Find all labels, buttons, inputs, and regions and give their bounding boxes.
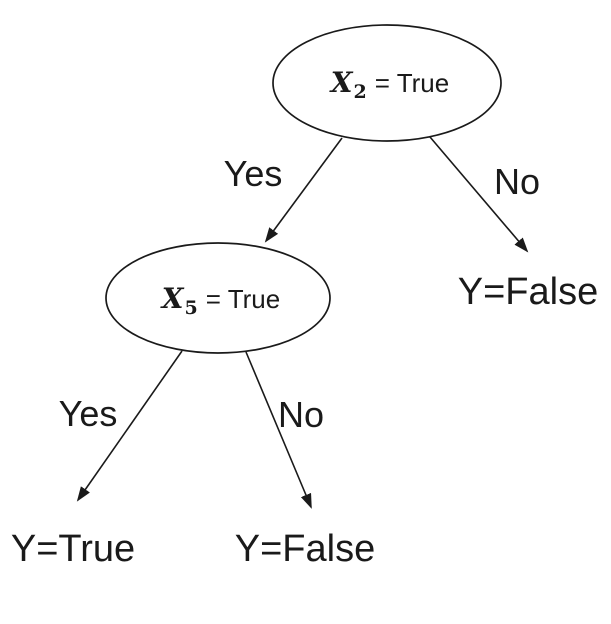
- leaf-label-y-false-right: Y=False: [458, 271, 598, 313]
- edge-child-yes-arrow: [76, 350, 183, 502]
- edge-root-yes-arrow: [264, 137, 343, 243]
- edge-root-no-arrow: [429, 136, 529, 253]
- root-subscript: 2: [354, 81, 367, 103]
- child-condition: = True: [206, 284, 280, 314]
- edge-label-child-yes: Yes: [59, 393, 118, 434]
- root-node-ellipse: [272, 24, 502, 142]
- root-node-label: X2 = True: [329, 66, 449, 103]
- edge-child-no-arrow: [245, 351, 312, 509]
- child-node-label: X5 = True: [160, 282, 280, 319]
- child-variable: X: [160, 282, 185, 315]
- edge-label-root-yes: Yes: [224, 153, 283, 194]
- leaf-label-y-true: Y=True: [11, 528, 135, 570]
- edge-label-root-no: No: [494, 161, 540, 202]
- child-node-ellipse: [105, 242, 331, 354]
- leaf-label-y-false-bottom: Y=False: [235, 528, 375, 570]
- child-subscript: 5: [185, 297, 198, 319]
- edge-label-child-no: No: [278, 394, 324, 435]
- root-variable: X: [329, 66, 354, 99]
- root-condition: = True: [375, 68, 449, 98]
